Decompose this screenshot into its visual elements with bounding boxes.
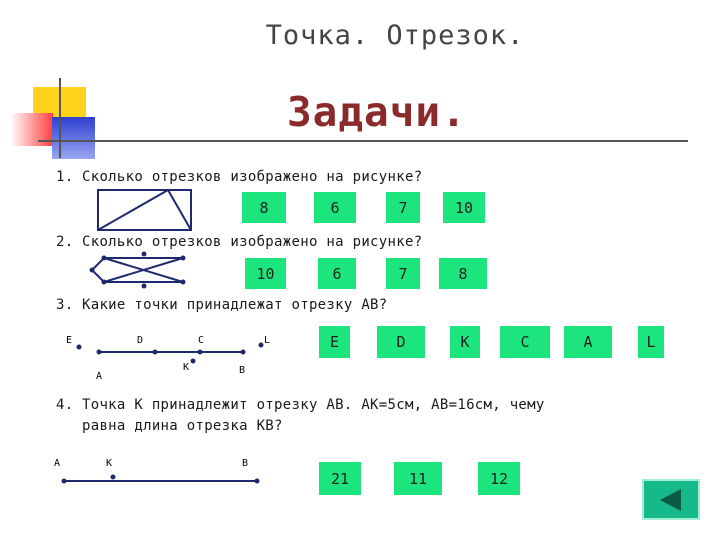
point-label-a: A — [96, 371, 102, 382]
answer-q3-e[interactable]: E — [319, 326, 350, 358]
decor-vertical-line — [59, 78, 61, 158]
point-label-k: K — [183, 362, 189, 373]
question-number: 3. — [56, 297, 74, 313]
point-label-b: B — [239, 365, 245, 376]
question-text: Какие точки принадлежат отрезку АВ? — [82, 297, 388, 313]
question-4-line-2: равна длина отрезка КВ? — [82, 418, 283, 434]
question-text: Сколько отрезков изображено на рисунке? — [82, 169, 423, 185]
answer-q3-c[interactable]: C — [500, 326, 550, 358]
back-button[interactable] — [642, 479, 700, 520]
answer-q1-8[interactable]: 8 — [242, 192, 286, 223]
decor-horizontal-line — [38, 140, 688, 142]
answer-q2-7[interactable]: 7 — [386, 258, 420, 289]
question-3: 3. Какие точки принадлежат отрезку АВ? — [56, 297, 388, 313]
point-label-d: D — [137, 335, 143, 346]
figure-rectangle-diagonals — [97, 189, 192, 231]
answer-q3-k[interactable]: K — [450, 326, 480, 358]
point-label-l: L — [264, 335, 270, 346]
answer-q1-6[interactable]: 6 — [314, 192, 356, 223]
question-number: 4. — [56, 397, 74, 413]
figure-hexagon-cross — [89, 251, 186, 289]
point-label-k: K — [106, 458, 112, 469]
question-text: Точка К принадлежит отрезку АВ. АК=5см, … — [82, 397, 545, 413]
answer-q4-12[interactable]: 12 — [478, 462, 520, 495]
answer-q3-l[interactable]: L — [638, 326, 664, 358]
point-label-b: B — [242, 458, 248, 469]
question-number: 1. — [56, 169, 74, 185]
answer-q4-11[interactable]: 11 — [394, 462, 442, 495]
point-label-e: E — [66, 335, 72, 346]
question-2: 2. Сколько отрезков изображено на рисунке… — [56, 234, 422, 250]
answer-q2-6[interactable]: 6 — [318, 258, 356, 289]
answer-q3-d[interactable]: D — [377, 326, 425, 358]
slide-heading: Задачи. — [287, 88, 467, 136]
answer-q2-8[interactable]: 8 — [439, 258, 487, 289]
figure-q3-segment: E D C L A K B — [66, 335, 270, 382]
answer-q2-10[interactable]: 10 — [245, 258, 286, 289]
figure-q4-segment: A K B — [54, 458, 260, 484]
answer-q1-10[interactable]: 10 — [443, 192, 485, 223]
question-4-line-1: 4. Точка К принадлежит отрезку АВ. АК=5см… — [56, 397, 545, 413]
answer-q3-a[interactable]: A — [564, 326, 612, 358]
point-label-a: A — [54, 458, 60, 469]
question-text: Сколько отрезков изображено на рисунке? — [82, 234, 423, 250]
triangle-left-icon — [660, 488, 681, 511]
question-number: 2. — [56, 234, 74, 250]
answer-q4-21[interactable]: 21 — [319, 462, 361, 495]
question-1: 1. Сколько отрезков изображено на рисунке… — [56, 169, 422, 185]
page-title: Точка. Отрезок. — [265, 20, 525, 51]
answer-q1-7[interactable]: 7 — [386, 192, 420, 223]
point-label-c: C — [198, 335, 204, 346]
